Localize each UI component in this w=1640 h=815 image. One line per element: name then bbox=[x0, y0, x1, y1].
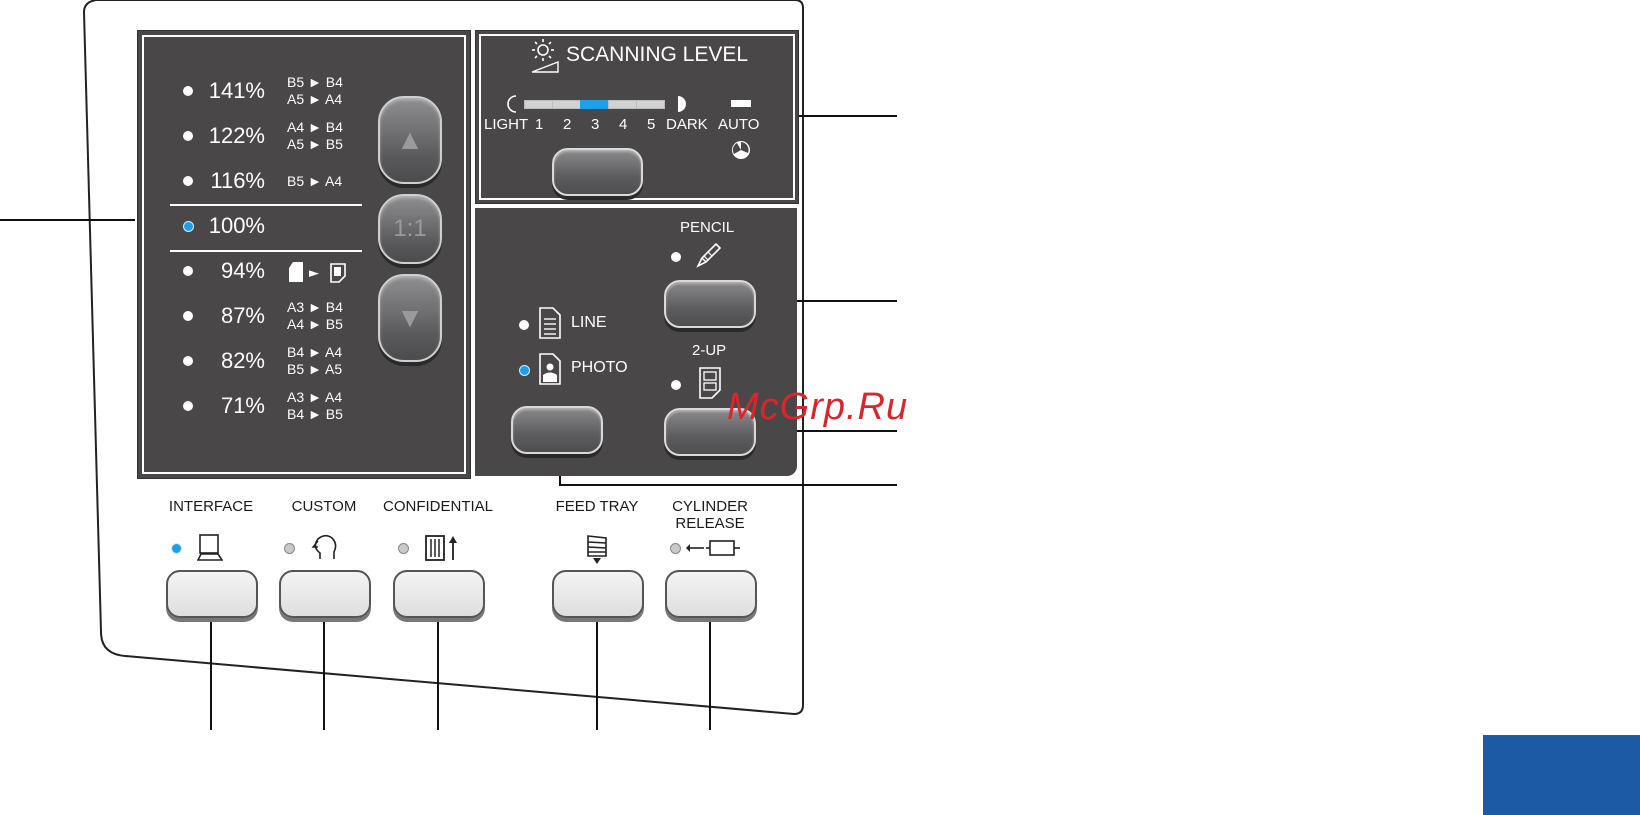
zoom-percent: 94% bbox=[185, 258, 265, 284]
level-label: 1 bbox=[535, 116, 543, 133]
photo-label: PHOTO bbox=[571, 359, 628, 377]
size-line: A5 ► A4 bbox=[287, 91, 343, 108]
sun-icon bbox=[530, 38, 560, 74]
size-line: B5 ► A4 bbox=[287, 173, 342, 190]
watermark: McGrp.Ru bbox=[727, 386, 908, 429]
dark-label: DARK bbox=[666, 116, 708, 133]
size-line: A3 ► A4 bbox=[287, 389, 343, 406]
bottom-button[interactable] bbox=[166, 570, 258, 618]
photo-doc-icon bbox=[538, 352, 562, 386]
light-label: LIGHT bbox=[484, 116, 528, 133]
level-label: 5 bbox=[647, 116, 655, 133]
label-line: RELEASE bbox=[640, 515, 780, 532]
level-label: 3 bbox=[591, 116, 599, 133]
zoom-percent: 71% bbox=[185, 393, 265, 419]
scanning-level-title: SCANNING LEVEL bbox=[566, 43, 748, 67]
page-reduce-icon: ► bbox=[287, 258, 351, 289]
bottom-indicator bbox=[670, 543, 681, 554]
scale-segment bbox=[580, 100, 609, 109]
twoup-indicator bbox=[671, 380, 681, 390]
zoom-percent: 116% bbox=[185, 168, 265, 194]
line-label: LINE bbox=[571, 314, 607, 332]
up-arrow-icon: ▲ bbox=[396, 124, 424, 155]
bottom-indicator bbox=[398, 543, 409, 554]
down-arrow-icon: ▼ bbox=[396, 302, 424, 333]
size-line: B4 ► B5 bbox=[287, 406, 343, 423]
scale-segment bbox=[552, 100, 581, 109]
label-line: CYLINDER bbox=[640, 498, 780, 515]
bottom-button[interactable] bbox=[665, 570, 757, 618]
scale-segment bbox=[636, 100, 665, 109]
auto-indicator bbox=[731, 100, 751, 107]
line-doc-icon bbox=[538, 306, 562, 340]
size-line: B5 ► B4 bbox=[287, 74, 343, 91]
bottom-indicator bbox=[171, 543, 182, 554]
computer-icon bbox=[197, 533, 223, 568]
feed-tray-icon bbox=[585, 533, 611, 570]
auto-dial-icon bbox=[731, 140, 751, 160]
auto-label: AUTO bbox=[718, 116, 759, 133]
confidential-icon bbox=[424, 533, 460, 568]
size-line: A5 ► B5 bbox=[287, 136, 343, 153]
size-line: B4 ► A4 bbox=[287, 344, 342, 361]
bottom-button[interactable] bbox=[279, 570, 371, 618]
level-label: 2 bbox=[563, 116, 571, 133]
svg-text:►: ► bbox=[309, 266, 319, 281]
light-moon-icon bbox=[506, 95, 518, 113]
twoup-icon bbox=[698, 366, 722, 400]
zoom-size-conversion: A3 ► A4B4 ► B5 bbox=[287, 389, 343, 423]
bottom-indicator bbox=[284, 543, 295, 554]
scanning-level-button[interactable] bbox=[552, 148, 643, 196]
zoom-percent: 100% bbox=[185, 213, 265, 239]
bottom-button[interactable] bbox=[393, 570, 485, 618]
reset-label: 1:1 bbox=[393, 215, 426, 242]
divider-bottom bbox=[170, 250, 362, 252]
dark-moon-icon bbox=[677, 95, 689, 113]
photo-indicator bbox=[519, 365, 530, 376]
zoom-percent: 87% bbox=[185, 303, 265, 329]
zoom-percent: 141% bbox=[185, 78, 265, 104]
zoom-reset-button[interactable]: 1:1 bbox=[378, 194, 442, 264]
zoom-size-conversion: B5 ► A4 bbox=[287, 173, 342, 190]
level-label: 4 bbox=[619, 116, 627, 133]
zoom-percent: 82% bbox=[185, 348, 265, 374]
corner-tab bbox=[1483, 735, 1640, 815]
line-indicator bbox=[519, 320, 529, 330]
zoom-percent: 122% bbox=[185, 123, 265, 149]
twoup-label: 2-UP bbox=[692, 342, 726, 359]
mode-button[interactable] bbox=[511, 406, 603, 454]
label-line: CONFIDENTIAL bbox=[368, 498, 508, 515]
size-line: A4 ► B5 bbox=[287, 316, 343, 333]
size-line: B5 ► A5 bbox=[287, 361, 342, 378]
pencil-label: PENCIL bbox=[680, 219, 734, 236]
pencil-icon bbox=[694, 240, 724, 270]
zoom-down-button[interactable]: ▼ bbox=[378, 274, 442, 362]
size-line: A4 ► B4 bbox=[287, 119, 343, 136]
bottom-button[interactable] bbox=[552, 570, 644, 618]
pencil-indicator bbox=[671, 252, 681, 262]
pencil-button[interactable] bbox=[664, 280, 756, 328]
scale-segment bbox=[608, 100, 637, 109]
size-line: A3 ► B4 bbox=[287, 299, 343, 316]
head-icon bbox=[310, 533, 340, 568]
cylinder-release-icon bbox=[684, 538, 744, 563]
divider-top bbox=[170, 204, 362, 206]
bottom-button-label: CONFIDENTIAL bbox=[368, 498, 508, 515]
scale-segment bbox=[524, 100, 553, 109]
page-reduce-svg: ► bbox=[287, 258, 351, 284]
zoom-up-button[interactable]: ▲ bbox=[378, 96, 442, 184]
